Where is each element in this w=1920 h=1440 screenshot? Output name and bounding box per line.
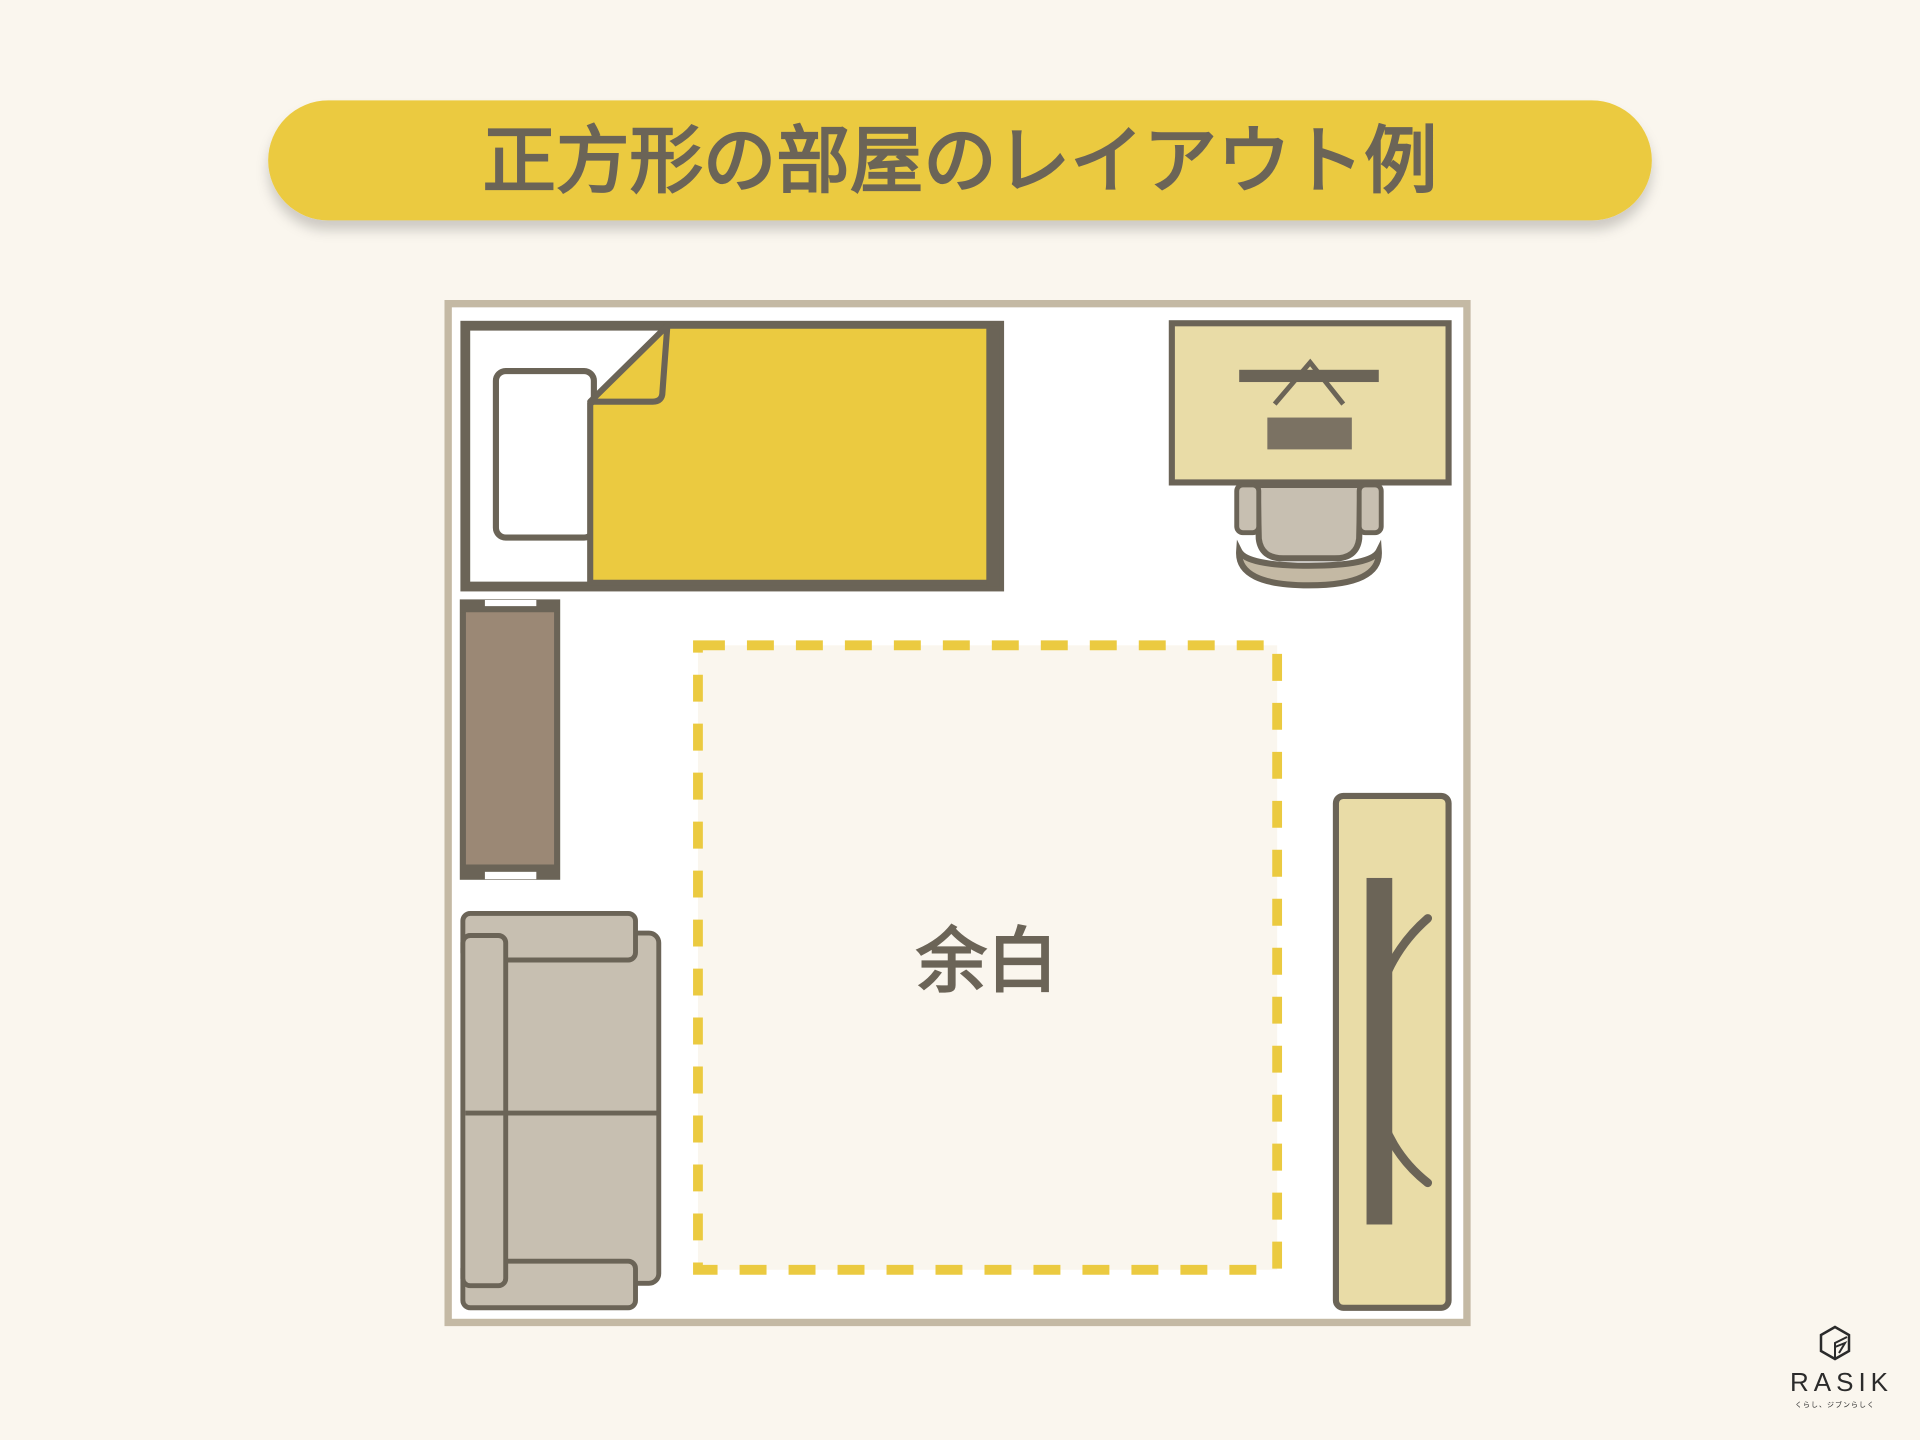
hexagon-logo-icon	[1819, 1325, 1851, 1361]
bed	[460, 320, 1005, 592]
desk-lamp-icon	[1239, 369, 1379, 383]
logo-tagline: くらし、ジブンらしく	[1795, 1401, 1875, 1409]
open-space-label: 余白	[915, 920, 1058, 1003]
rug: 余白	[693, 640, 1283, 1275]
sofa	[460, 911, 662, 1311]
desk-chair	[1234, 481, 1384, 589]
laptop-icon	[1267, 417, 1352, 450]
tv-stand	[1332, 792, 1452, 1311]
logo-name: RASIK	[1790, 1367, 1894, 1397]
desk	[1168, 320, 1452, 486]
shelf	[459, 599, 561, 880]
page-title: 正方形の部屋のレイアウト例	[483, 119, 1438, 204]
rasik-logo: RASIK くらし、ジブンらしく	[1790, 1325, 1894, 1410]
title-banner: 正方形の部屋のレイアウト例	[268, 100, 1652, 221]
tv-icon	[1366, 877, 1393, 1225]
